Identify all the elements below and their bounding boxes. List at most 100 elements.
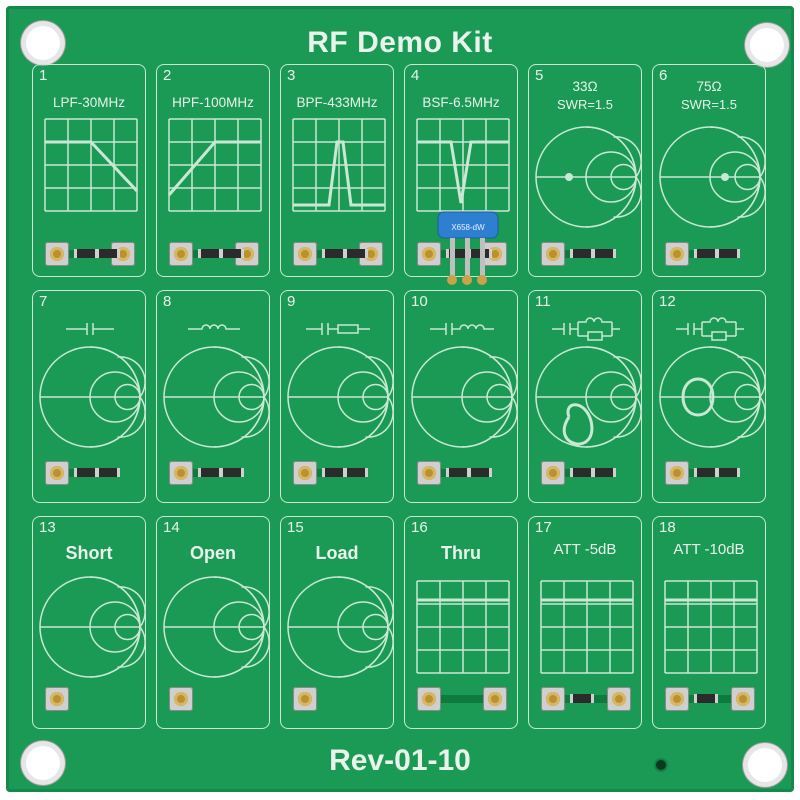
mounting-hole: [26, 746, 60, 780]
cell-sublabel: SWR=1.5: [681, 97, 737, 112]
smd-component: [719, 468, 737, 477]
cell-artwork: [39, 323, 146, 448]
mounting-hole: [748, 748, 782, 782]
cell-number: 10: [411, 293, 428, 310]
ufl-connector: [45, 687, 69, 711]
smd-component: [347, 468, 365, 477]
smd-component: [77, 249, 95, 258]
calibration-cell-10: 10: [404, 290, 518, 503]
smd-component: [99, 468, 117, 477]
ufl-connector: [169, 687, 193, 711]
response-grid: [292, 118, 386, 212]
cell-artwork: [411, 323, 518, 448]
smd-component: [325, 249, 343, 258]
ufl-connector: [731, 687, 755, 711]
cell-artwork: [535, 126, 642, 228]
smith-chart: [287, 576, 394, 678]
lowpass-response-curve: [45, 140, 139, 193]
smd-component: [77, 468, 95, 477]
smd-component: [325, 468, 343, 477]
smith-chart: [163, 576, 270, 678]
response-grid: [540, 580, 634, 674]
smd-component: [223, 468, 241, 477]
cell-artwork: [540, 580, 634, 674]
impedance-loop-trace: [562, 403, 594, 446]
smith-chart: [535, 346, 642, 448]
cell-number: 13: [39, 519, 56, 536]
smd-component: [573, 694, 591, 703]
ufl-connector: [417, 242, 441, 266]
bandstop-response-curve: [417, 140, 509, 204]
cell-number: 14: [163, 519, 180, 536]
smith-chart: [287, 346, 394, 448]
schematic-symbol: [66, 323, 114, 335]
cell-artwork: [287, 323, 394, 448]
cell-artwork: [292, 118, 386, 212]
ufl-connector: [483, 687, 507, 711]
cell-number: 12: [659, 293, 676, 310]
ufl-connector: [417, 461, 441, 485]
calibration-cell-11: 11: [528, 290, 642, 503]
cell-label: 75Ω: [696, 79, 722, 94]
cell-label: Load: [315, 543, 359, 563]
ufl-connector: [665, 242, 689, 266]
schematic-symbol: [306, 323, 370, 335]
smith-chart: [659, 346, 766, 448]
cell-label: Thru: [441, 543, 481, 563]
cell-artwork: [287, 576, 394, 678]
cell-artwork: [44, 118, 139, 212]
response-grid: [664, 580, 758, 674]
smd-component: [347, 249, 365, 258]
cell-number: 16: [411, 519, 428, 536]
cell-number: 18: [659, 519, 676, 536]
cell-label: ATT -5dB: [553, 541, 617, 558]
cell-label: LPF-30MHz: [52, 95, 125, 110]
ceramic-resonator-component: X658-dW: [436, 202, 500, 286]
smd-component: [595, 249, 613, 258]
ufl-connector: [293, 242, 317, 266]
impedance-loop-trace: [681, 377, 715, 417]
cell-label: 33Ω: [572, 79, 598, 94]
cell-artwork: [167, 118, 262, 212]
mounting-hole: [750, 28, 784, 62]
smd-component: [595, 468, 613, 477]
board-revision: Rev-01-10: [329, 744, 471, 777]
smith-chart: [659, 126, 766, 228]
smd-component: [697, 694, 715, 703]
smd-component: [99, 249, 117, 258]
smd-component: [449, 468, 467, 477]
smd-component: [719, 249, 737, 258]
ufl-connector: [45, 242, 69, 266]
smd-component: [201, 468, 219, 477]
calibration-cell-7: 7: [32, 290, 146, 503]
response-grid: [44, 118, 138, 212]
board-title: RF Demo Kit: [307, 26, 493, 59]
schematic-symbol: [430, 323, 494, 335]
schematic-symbol: [676, 317, 744, 341]
cell-number: 7: [39, 293, 48, 310]
response-grid: [168, 118, 262, 212]
ufl-connector: [665, 461, 689, 485]
calibration-cell-9: 9: [280, 290, 394, 503]
calibration-cell-8: 8: [156, 290, 270, 503]
cell-label: BSF-6.5MHz: [422, 95, 500, 110]
cell-number: 3: [287, 67, 296, 84]
smd-component: [573, 249, 591, 258]
ufl-connector: [111, 242, 135, 266]
cell-label: Short: [65, 543, 113, 563]
cell-artwork: [163, 324, 270, 448]
cell-label: BPF-433MHz: [296, 95, 378, 110]
cell-sublabel: SWR=1.5: [557, 97, 613, 112]
smith-chart: [39, 346, 146, 448]
smith-chart: [39, 576, 146, 678]
cell-artwork: [163, 576, 270, 678]
ufl-connector: [293, 461, 317, 485]
